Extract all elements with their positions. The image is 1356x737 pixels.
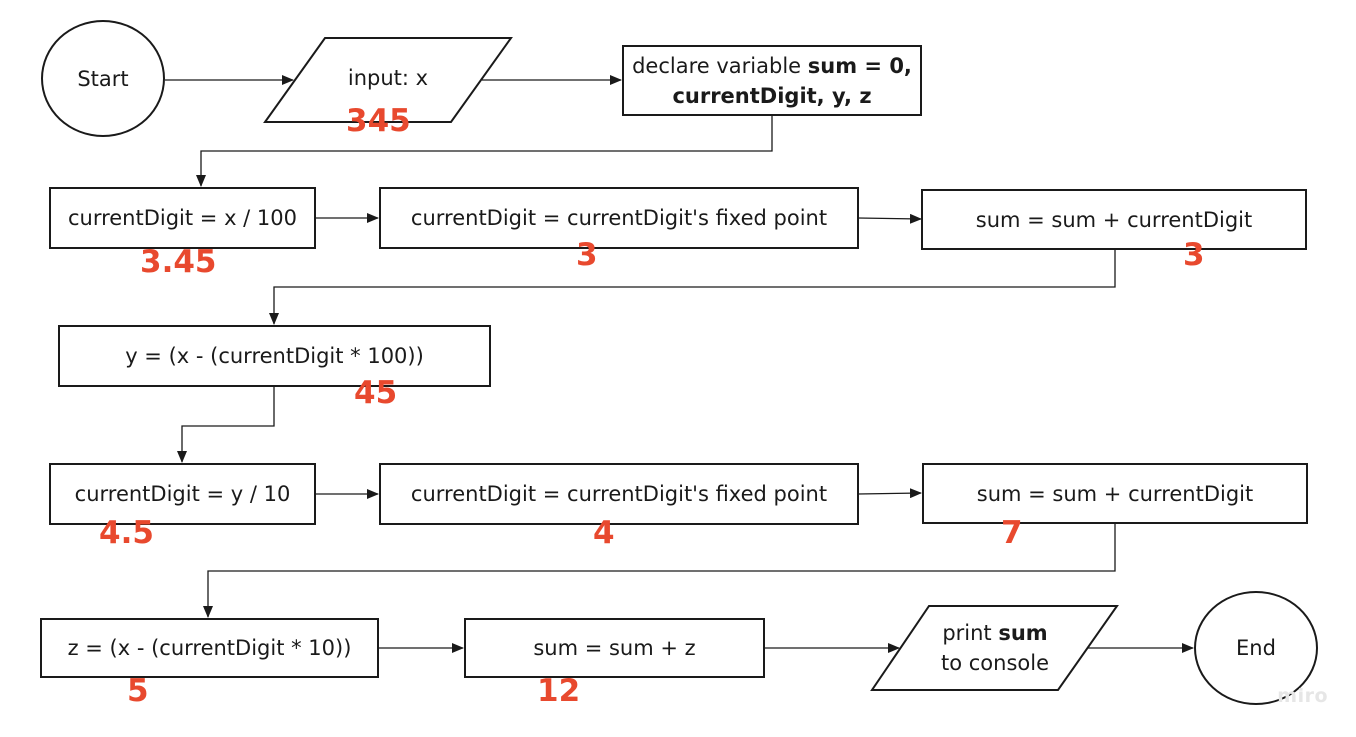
arrow-step6-to-step7 — [857, 488, 922, 499]
start-label: Start — [77, 66, 129, 91]
step3-node[interactable]: sum = sum + currentDigit — [921, 189, 1307, 250]
annotation-step8-value: 5 — [127, 673, 149, 709]
start-node[interactable]: Start — [41, 20, 165, 137]
declare-sum-init: sum = 0, — [807, 53, 912, 78]
step1-label: currentDigit = x / 100 — [67, 206, 298, 230]
declare-line-2: currentDigit, y, z — [672, 83, 872, 108]
arrow-step2-to-step3 — [857, 213, 922, 224]
print-prefix: print — [942, 621, 999, 645]
print-sum: sum — [998, 621, 1048, 645]
step7-label: sum = sum + currentDigit — [976, 481, 1254, 506]
declare-node[interactable]: declare variable sum = 0, currentDigit, … — [622, 45, 922, 116]
step5-node[interactable]: currentDigit = y / 10 — [49, 463, 316, 525]
step3-label: sum = sum + currentDigit — [975, 207, 1253, 232]
step6-label: currentDigit = currentDigit's fixed poin… — [410, 482, 828, 506]
arrow-declare-to-step1 — [196, 115, 773, 187]
annotation-step1-value: 3.45 — [140, 244, 217, 280]
print-line-2: to console — [940, 651, 1049, 675]
arrow-step7-to-step8 — [203, 524, 1116, 618]
declare-line-1: declare variable sum = 0, — [632, 51, 912, 81]
print-node[interactable]: print sum to console — [898, 613, 1092, 683]
step4-label: y = (x - (currentDigit * 100)) — [125, 344, 424, 368]
annotation-step7-value: 7 — [1001, 515, 1023, 551]
print-line-1: print sum — [942, 618, 1047, 648]
step9-label: sum = sum + z — [533, 636, 696, 660]
annotation-step9-value: 12 — [537, 673, 581, 709]
end-node[interactable]: End — [1194, 591, 1318, 705]
input-shape — [263, 37, 513, 123]
annotation-step4-value: 45 — [354, 375, 398, 411]
end-label: End — [1236, 636, 1276, 660]
declare-prefix: declare variable — [632, 53, 808, 78]
step2-label: currentDigit = currentDigit's fixed poin… — [410, 206, 828, 230]
step6-node[interactable]: currentDigit = currentDigit's fixed poin… — [379, 463, 859, 525]
annotation-step5-value: 4.5 — [99, 515, 154, 551]
print-shape — [870, 605, 1119, 691]
miro-watermark: miro — [1277, 685, 1328, 707]
step2-node[interactable]: currentDigit = currentDigit's fixed poin… — [379, 187, 859, 249]
annotation-step2-value: 3 — [576, 237, 598, 273]
step4-node[interactable]: y = (x - (currentDigit * 100)) — [58, 325, 491, 387]
annotation-input-value: 345 — [346, 103, 411, 139]
step5-label: currentDigit = y / 10 — [74, 482, 291, 506]
annotation-step3-value: 3 — [1183, 237, 1205, 273]
arrow-step3-to-step4 — [269, 249, 1116, 325]
annotation-step6-value: 4 — [593, 515, 615, 551]
step8-node[interactable]: z = (x - (currentDigit * 10)) — [40, 618, 379, 678]
step7-node[interactable]: sum = sum + currentDigit — [922, 463, 1308, 524]
arrow-step4-to-step5 — [177, 387, 275, 463]
step8-label: z = (x - (currentDigit * 10)) — [67, 636, 352, 660]
input-label: input: x — [347, 66, 429, 90]
input-node[interactable]: input: x — [290, 46, 486, 110]
step1-node[interactable]: currentDigit = x / 100 — [49, 187, 316, 249]
step9-node[interactable]: sum = sum + z — [464, 618, 765, 678]
